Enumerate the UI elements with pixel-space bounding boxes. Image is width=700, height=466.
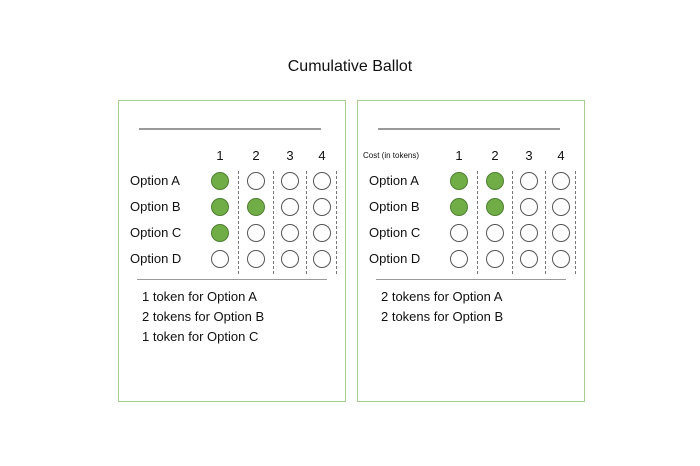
- empty-bubble[interactable]: [520, 198, 538, 216]
- empty-bubble[interactable]: [486, 250, 504, 268]
- empty-bubble[interactable]: [552, 224, 570, 242]
- column-divider: [545, 171, 546, 274]
- empty-bubble[interactable]: [552, 172, 570, 190]
- ballot-top-line: [378, 128, 560, 130]
- empty-bubble[interactable]: [211, 250, 229, 268]
- filled-bubble[interactable]: [486, 198, 504, 216]
- empty-bubble[interactable]: [281, 250, 299, 268]
- column-header: 1: [455, 148, 463, 163]
- summary-line: 1 token for Option C: [142, 329, 259, 344]
- option-label: Option C: [369, 225, 421, 240]
- column-divider: [477, 171, 478, 274]
- option-label: Option B: [130, 199, 181, 214]
- filled-bubble[interactable]: [211, 172, 229, 190]
- empty-bubble[interactable]: [450, 224, 468, 242]
- column-divider: [336, 171, 337, 274]
- column-divider: [512, 171, 513, 274]
- column-header: 4: [318, 148, 326, 163]
- empty-bubble[interactable]: [520, 224, 538, 242]
- option-label: Option A: [369, 173, 419, 188]
- option-label: Option D: [369, 251, 421, 266]
- empty-bubble[interactable]: [247, 250, 265, 268]
- option-label: Option D: [130, 251, 182, 266]
- empty-bubble[interactable]: [247, 172, 265, 190]
- column-divider: [238, 171, 239, 274]
- column-divider: [273, 171, 274, 274]
- summary-line: 2 tokens for Option B: [381, 309, 504, 324]
- empty-bubble[interactable]: [313, 198, 331, 216]
- empty-bubble[interactable]: [281, 172, 299, 190]
- empty-bubble[interactable]: [486, 224, 504, 242]
- column-header: 2: [252, 148, 260, 163]
- filled-bubble[interactable]: [247, 198, 265, 216]
- ballot-bottom-line: [137, 279, 327, 280]
- empty-bubble[interactable]: [313, 224, 331, 242]
- ballot-top-line: [139, 128, 321, 130]
- filled-bubble[interactable]: [211, 224, 229, 242]
- filled-bubble[interactable]: [486, 172, 504, 190]
- filled-bubble[interactable]: [450, 198, 468, 216]
- summary-line: 2 tokens for Option A: [381, 289, 503, 304]
- page-title: Cumulative Ballot: [287, 58, 413, 75]
- option-label: Option B: [369, 199, 420, 214]
- empty-bubble[interactable]: [520, 172, 538, 190]
- option-label: Option C: [130, 225, 182, 240]
- empty-bubble[interactable]: [520, 250, 538, 268]
- column-divider: [306, 171, 307, 274]
- empty-bubble[interactable]: [450, 250, 468, 268]
- empty-bubble[interactable]: [313, 172, 331, 190]
- empty-bubble[interactable]: [552, 250, 570, 268]
- empty-bubble[interactable]: [313, 250, 331, 268]
- empty-bubble[interactable]: [281, 198, 299, 216]
- column-header: 3: [286, 148, 294, 163]
- column-header: 3: [525, 148, 533, 163]
- ballot-bottom-line: [376, 279, 566, 280]
- empty-bubble[interactable]: [281, 224, 299, 242]
- filled-bubble[interactable]: [211, 198, 229, 216]
- summary-line: 2 tokens for Option B: [142, 309, 265, 324]
- summary-line: 1 token for Option A: [142, 289, 257, 304]
- column-divider: [575, 171, 576, 274]
- cost-label: Cost (in tokens): [363, 151, 420, 160]
- column-header: 2: [491, 148, 499, 163]
- column-header: 1: [216, 148, 224, 163]
- empty-bubble[interactable]: [247, 224, 265, 242]
- empty-bubble[interactable]: [552, 198, 570, 216]
- filled-bubble[interactable]: [450, 172, 468, 190]
- option-label: Option A: [130, 173, 180, 188]
- column-header: 4: [557, 148, 565, 163]
